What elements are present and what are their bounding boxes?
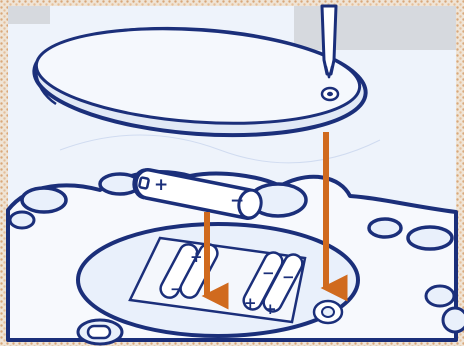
compartment-plus-label: + xyxy=(264,300,277,318)
battery-compartment: + − − + − + xyxy=(78,224,358,336)
ridge-bump xyxy=(443,308,464,332)
loose-battery-plus-label: + xyxy=(154,175,168,195)
ridge-bump xyxy=(408,227,452,249)
compartment-minus-label: − xyxy=(282,268,295,286)
loose-battery-minus-label: − xyxy=(230,191,244,211)
compartment-plus-label: + xyxy=(244,294,257,312)
screwdriver-icon xyxy=(322,6,336,78)
screw-icon xyxy=(322,88,338,100)
corner-tab-left xyxy=(8,6,50,24)
ridge-bump xyxy=(22,188,66,212)
screw-hole xyxy=(314,301,342,323)
compartment-minus-label: − xyxy=(170,280,183,298)
ridge-bump xyxy=(369,219,401,237)
compartment-minus-label: − xyxy=(262,264,275,282)
compartment-plus-label: + xyxy=(190,248,203,266)
corner-tab-right xyxy=(294,6,456,50)
ridge-bump xyxy=(426,286,454,306)
switch-knob xyxy=(88,326,110,338)
ridge-bump xyxy=(10,212,34,228)
